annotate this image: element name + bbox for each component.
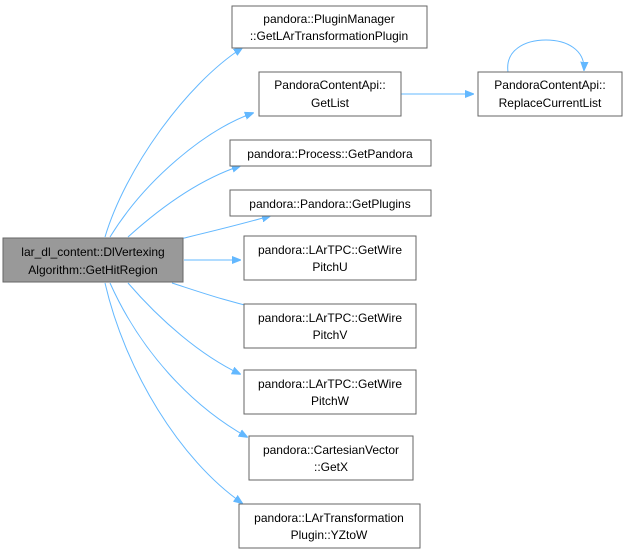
edge-root-wire-pitch-w xyxy=(127,282,240,374)
edge-root-plugin-manager xyxy=(104,48,242,238)
node-label-line-1: pandora::PluginManager xyxy=(263,12,394,26)
edge-root-cartesian-getx xyxy=(109,282,247,437)
node-label-line-2: PitchV xyxy=(313,328,348,342)
node-label-line-1: PandoraContentApi:: xyxy=(494,78,605,92)
node-label-line-2: PitchW xyxy=(311,394,350,408)
node-label-line-2: Algorithm::GetHitRegion xyxy=(28,263,157,277)
node-cartesian-getx[interactable]: pandora::CartesianVector ::GetX xyxy=(248,435,414,481)
edge-replace-current-list-self xyxy=(507,39,584,73)
node-root-getHitRegion[interactable]: lar_dl_content::DlVertexing Algorithm::G… xyxy=(2,237,184,283)
edge-root-yztow xyxy=(104,282,242,503)
node-yztow[interactable]: pandora::LArTransformation Plugin::YZtoW xyxy=(238,503,421,549)
node-label-line-1: PandoraContentApi:: xyxy=(274,78,385,92)
node-label-line-2: Plugin::YZtoW xyxy=(291,528,368,542)
node-get-list[interactable]: PandoraContentApi:: GetList xyxy=(258,71,402,117)
node-label-line-1: pandora::Process::GetPandora xyxy=(247,147,413,161)
node-label-line-1: pandora::Pandora::GetPlugins xyxy=(249,197,410,211)
node-wire-pitch-u[interactable]: pandora::LArTPC::GetWire PitchU xyxy=(243,235,417,281)
node-replace-current-list[interactable]: PandoraContentApi:: ReplaceCurrentList xyxy=(477,71,623,117)
node-wire-pitch-w[interactable]: pandora::LArTPC::GetWire PitchW xyxy=(243,369,417,415)
node-label-line-1: pandora::LArTPC::GetWire xyxy=(258,377,402,391)
node-get-plugins[interactable]: pandora::Pandora::GetPlugins xyxy=(229,189,432,217)
node-label-line-2: PitchU xyxy=(312,260,347,274)
node-label-line-2: GetList xyxy=(311,96,350,110)
node-get-pandora[interactable]: pandora::Process::GetPandora xyxy=(229,139,432,167)
edge-root-get-pandora xyxy=(127,166,240,238)
node-label-line-1: pandora::CartesianVector xyxy=(263,443,399,457)
node-plugin-manager[interactable]: pandora::PluginManager ::GetLArTransform… xyxy=(231,5,428,49)
node-wire-pitch-v[interactable]: pandora::LArTPC::GetWire PitchV xyxy=(243,303,417,349)
node-label-line-1: pandora::LArTPC::GetWire xyxy=(258,311,402,325)
node-label-line-2: ::GetX xyxy=(314,460,348,474)
node-label-line-2: ReplaceCurrentList xyxy=(499,96,602,110)
edge-root-get-list xyxy=(109,113,253,238)
edges xyxy=(104,39,584,503)
node-label-line-1: pandora::LArTPC::GetWire xyxy=(258,243,402,257)
node-label-line-2: ::GetLArTransformationPlugin xyxy=(250,29,408,43)
edge-root-get-plugins xyxy=(179,216,270,240)
node-label-line-1: lar_dl_content::DlVertexing xyxy=(21,245,164,259)
node-label-line-1: pandora::LArTransformation xyxy=(254,511,404,525)
